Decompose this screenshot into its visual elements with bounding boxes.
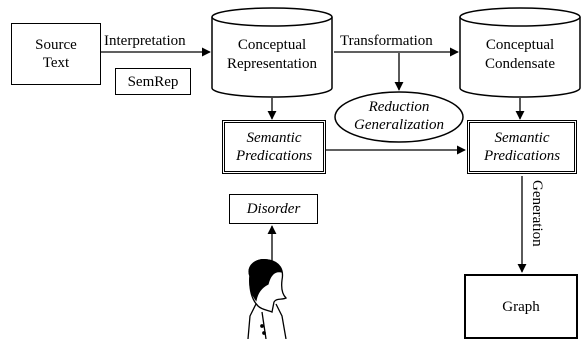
generalization-label: Generalization	[354, 117, 444, 133]
semrep-box: SemRep	[115, 68, 191, 95]
conceptual-representation-line2: Representation	[227, 56, 317, 72]
conceptual-representation-line1: Conceptual	[237, 37, 307, 53]
reduction-generalization-label: Reduction Generalization	[335, 98, 463, 134]
conceptual-condensate-cylinder	[459, 7, 581, 98]
user-person-icon	[247, 259, 288, 339]
semantic-predications-right-line2: Predications	[483, 148, 561, 164]
conceptual-condensate-line2: Condensate	[485, 56, 555, 72]
graph-box: Graph	[464, 274, 578, 339]
disorder-label: Disorder	[246, 201, 301, 217]
reduction-label: Reduction	[368, 99, 430, 115]
conceptual-representation-label: Conceptual Representation	[212, 36, 332, 74]
semantic-predications-left-line1: Semantic	[246, 130, 302, 146]
reduction-generalization-ellipse	[334, 91, 464, 143]
conceptual-condensate-line1: Conceptual	[485, 37, 555, 53]
source-text-label-line1: Source	[35, 37, 77, 53]
semantic-predications-left-line2: Predications	[235, 148, 313, 164]
source-text-label-line2: Text	[42, 55, 70, 71]
semantic-predications-right-line1: Semantic	[494, 130, 550, 146]
transformation-label: Transformation	[340, 33, 433, 49]
disorder-box: Disorder	[229, 194, 318, 224]
conceptual-representation-cylinder	[211, 7, 333, 98]
generation-label: Generation	[529, 180, 545, 247]
conceptual-condensate-label: Conceptual Condensate	[460, 36, 580, 74]
interpretation-label: Interpretation	[104, 33, 186, 49]
semrep-label: SemRep	[127, 73, 179, 90]
graph-label: Graph	[502, 298, 540, 315]
arrows	[100, 47, 527, 273]
